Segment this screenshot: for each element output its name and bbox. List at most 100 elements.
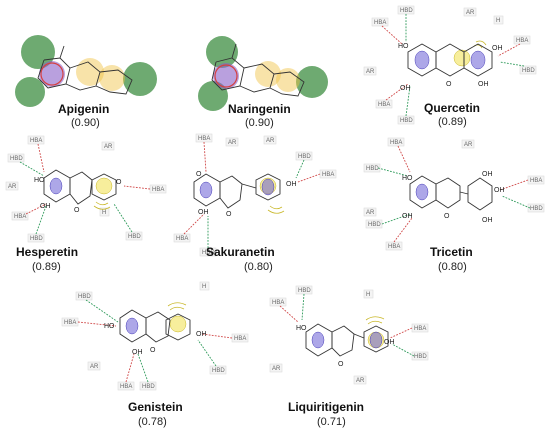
svg-text:HBD: HBD — [10, 156, 23, 162]
svg-text:HBA: HBA — [390, 140, 402, 146]
hesperetin-score: (0.89) — [32, 261, 61, 273]
hesperetin-name: Hesperetin — [16, 245, 78, 259]
liquiritigenin-score: (0.71) — [317, 416, 346, 428]
svg-text:AR: AR — [466, 10, 475, 16]
svg-text:HO: HO — [104, 323, 115, 330]
tricetin-score: (0.80) — [438, 261, 467, 273]
svg-text:HBA: HBA — [234, 336, 246, 342]
svg-text:O: O — [446, 81, 452, 88]
svg-text:H: H — [202, 284, 206, 290]
svg-text:AR: AR — [356, 378, 365, 384]
svg-text:AR: AR — [464, 142, 473, 148]
svg-text:OH: OH — [132, 349, 143, 356]
svg-text:OH: OH — [40, 203, 51, 210]
svg-text:HBA: HBA — [198, 136, 210, 142]
svg-text:HBD: HBD — [414, 354, 427, 360]
genistein-diagram: H HBD HBA HBA AR HBD HBA HBD HO O OH OH … — [61, 281, 249, 428]
tricetin-diagram: HBA AR HBD HBA AR HBD HBD HBA HO O OH OH… — [363, 137, 545, 273]
svg-text:HBA: HBA — [176, 236, 188, 242]
svg-text:HBA: HBA — [272, 300, 284, 306]
svg-text:AR: AR — [272, 366, 281, 372]
svg-text:HBD: HBD — [212, 368, 225, 374]
naringenin-name: Naringenin — [228, 102, 291, 116]
svg-text:HBA: HBA — [30, 138, 42, 144]
naringenin-score: (0.90) — [245, 117, 274, 129]
svg-text:OH: OH — [402, 213, 413, 220]
svg-text:HBA: HBA — [530, 178, 542, 184]
svg-text:AR: AR — [90, 364, 99, 370]
svg-text:OH: OH — [482, 217, 493, 224]
svg-text:HBA: HBA — [388, 244, 400, 250]
svg-text:AR: AR — [228, 140, 237, 146]
genistein-name: Genistein — [128, 400, 183, 414]
svg-text:O: O — [74, 207, 80, 214]
sakuranetin-diagram: HBA AR AR HBD HBA HBA HBD O O OH OH Saku… — [173, 133, 337, 273]
svg-text:HBA: HBA — [378, 102, 390, 108]
svg-text:AR: AR — [366, 69, 375, 75]
svg-text:HBD: HBD — [400, 118, 413, 124]
svg-text:O: O — [116, 179, 122, 186]
svg-text:HBA: HBA — [414, 326, 426, 332]
svg-text:HBD: HBD — [202, 250, 215, 256]
hesperetin-diagram: HBA HBD AR AR HBA HBA H HBD HBD HO O O O… — [5, 135, 167, 273]
svg-text:HBD: HBD — [30, 236, 43, 242]
sakuranetin-score: (0.80) — [244, 261, 273, 273]
svg-text:O: O — [338, 361, 344, 368]
apigenin-model: Apigenin (0.90) — [15, 35, 157, 129]
svg-text:AR: AR — [104, 144, 113, 150]
svg-text:HBD: HBD — [530, 206, 543, 212]
svg-text:O: O — [150, 347, 156, 354]
svg-text:HBD: HBD — [366, 166, 379, 172]
svg-text:AR: AR — [8, 184, 17, 190]
svg-text:H: H — [496, 18, 500, 24]
svg-text:HBD: HBD — [128, 234, 141, 240]
svg-text:HBD: HBD — [78, 294, 91, 300]
quercetin-name: Quercetin — [424, 101, 480, 115]
svg-text:HO: HO — [34, 177, 45, 184]
svg-text:HBD: HBD — [400, 8, 413, 14]
svg-text:HBA: HBA — [64, 320, 76, 326]
apigenin-score: (0.90) — [71, 117, 100, 129]
svg-text:H: H — [102, 210, 106, 216]
liquiritigenin-name: Liquiritigenin — [288, 400, 364, 414]
svg-text:HO: HO — [296, 325, 307, 332]
quercetin-diagram: HBA HBD AR H HBA AR HBD HBA HBD HO O OH … — [363, 5, 537, 128]
svg-text:OH: OH — [492, 45, 503, 52]
svg-text:HO: HO — [402, 175, 413, 182]
svg-text:O: O — [226, 211, 232, 218]
svg-text:HBA: HBA — [374, 20, 386, 26]
svg-text:OH: OH — [494, 187, 505, 194]
svg-text:HBD: HBD — [368, 222, 381, 228]
svg-text:O: O — [196, 171, 202, 178]
svg-text:AR: AR — [266, 138, 275, 144]
svg-text:O: O — [444, 213, 450, 220]
svg-text:AR: AR — [366, 210, 375, 216]
svg-text:OH: OH — [286, 181, 297, 188]
svg-text:OH: OH — [482, 171, 493, 178]
svg-text:OH: OH — [400, 85, 411, 92]
svg-text:OH: OH — [198, 209, 209, 216]
genistein-score: (0.78) — [138, 416, 167, 428]
svg-text:HBA: HBA — [322, 172, 334, 178]
svg-text:HO: HO — [398, 43, 409, 50]
svg-text:HBA: HBA — [516, 38, 528, 44]
liquiritigenin-diagram: HBD H HBA HBA HBD AR AR HO O OH Liquirit… — [269, 285, 429, 428]
sakuranetin-name: Sakuranetin — [206, 245, 275, 259]
svg-text:HBA: HBA — [152, 187, 164, 193]
svg-text:HBD: HBD — [298, 154, 311, 160]
svg-text:HBA: HBA — [14, 214, 26, 220]
svg-text:OH: OH — [196, 331, 207, 338]
svg-text:H: H — [366, 292, 370, 298]
svg-text:HBD: HBD — [142, 384, 155, 390]
naringenin-model: Naringenin (0.90) — [198, 36, 328, 129]
quercetin-score: (0.89) — [438, 116, 467, 128]
tricetin-name: Tricetin — [430, 245, 473, 259]
apigenin-name: Apigenin — [58, 102, 109, 116]
svg-text:OH: OH — [478, 81, 489, 88]
svg-text:HBD: HBD — [522, 68, 535, 74]
svg-text:HBD: HBD — [298, 288, 311, 294]
svg-text:HBA: HBA — [120, 384, 132, 390]
svg-text:OH: OH — [384, 339, 395, 346]
